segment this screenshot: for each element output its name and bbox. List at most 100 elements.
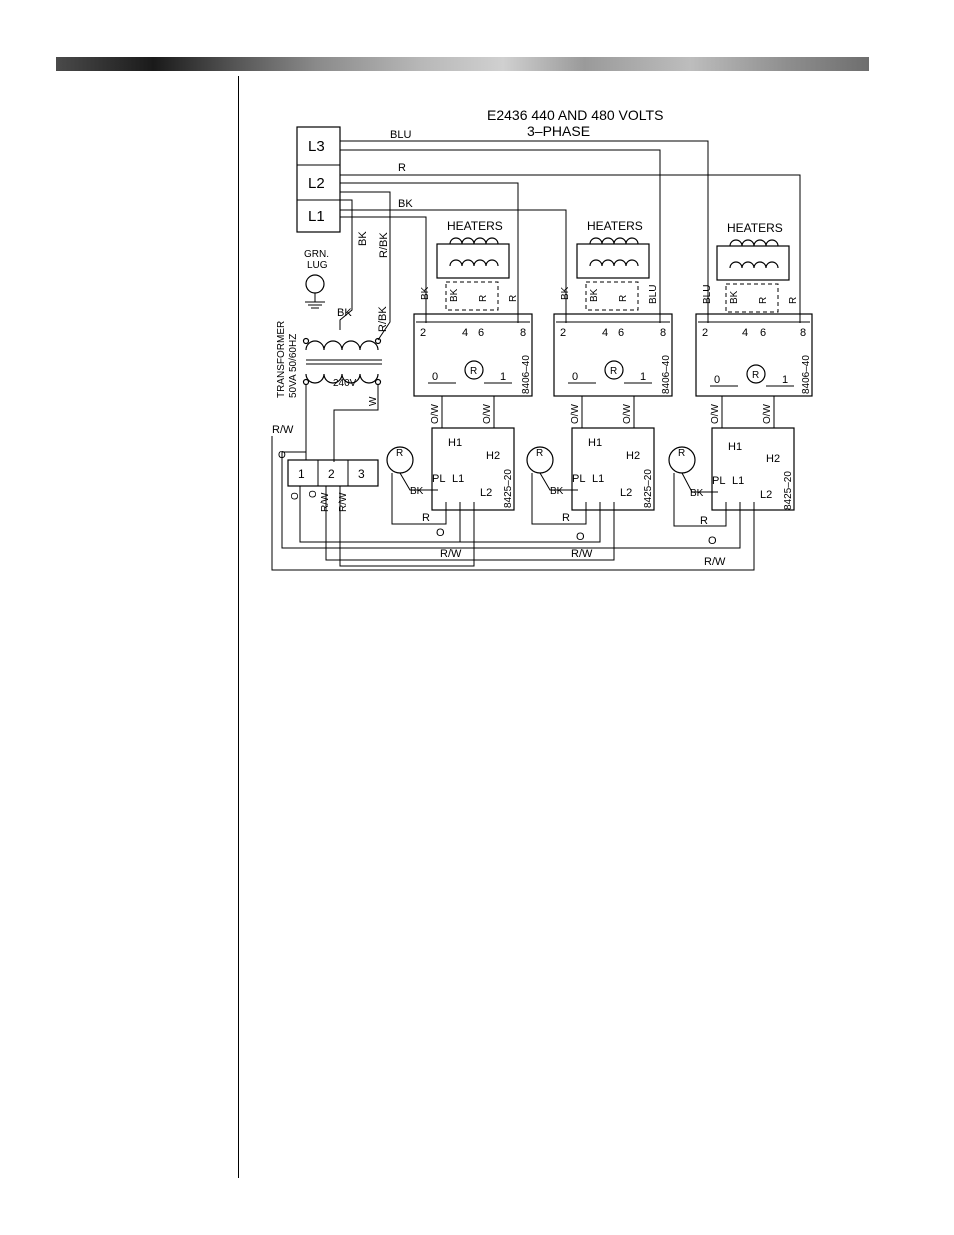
thermo1-pl: PL (432, 473, 445, 485)
terminal-2: 2 (328, 467, 335, 481)
wire-label-r: R (398, 162, 406, 174)
wire-label-w: W (368, 396, 379, 406)
relay2-wire-ow-2: O/W (622, 403, 633, 424)
relay2-pin-4: 4 (602, 327, 608, 339)
thermo3-part: 8425–20 (783, 471, 794, 510)
wire-label-bk: BK (398, 198, 413, 210)
thermo2-pl: PL (572, 473, 585, 485)
relay1-coil: R (470, 366, 477, 377)
relay1-wire-ow-2: O/W (482, 403, 493, 424)
thermo2-part: 8425–20 (643, 469, 654, 508)
transformer-rating: 50VA 50/60HZ (288, 334, 299, 398)
relay1-coil-pin-1: 1 (500, 371, 506, 383)
relay2-pin-2: 2 (560, 327, 566, 339)
pilot3-wire-bk: BK (690, 488, 704, 499)
control-terminal-block: 1 2 3 (287, 459, 379, 487)
thermo2-l2: L2 (620, 487, 632, 499)
wire-label-rw-bottom-3: R/W (704, 556, 726, 568)
relay1-part: 8406–40 (521, 355, 532, 394)
relay3-wire-ow-2: O/W (762, 403, 773, 424)
relay3-pin-6: 6 (760, 327, 766, 339)
thermo1-h2: H2 (486, 450, 500, 462)
wire-label-bk-transformer: BK (337, 307, 352, 319)
thermo1-h1: H1 (448, 437, 462, 449)
wire-label-o-vertical: O (290, 492, 301, 500)
control-wiring: R/W O O O R/W R/W R/W R/W R/W O (271, 424, 755, 571)
relay2-coil: R (610, 366, 617, 377)
heaters-label-1: HEATERS (447, 219, 503, 233)
pilot1-wire-r: R (422, 512, 430, 524)
pilot2-wire-bk: BK (550, 486, 564, 497)
header-bar (56, 57, 869, 71)
thermo3-h2: H2 (766, 453, 780, 465)
heater2-wire-bk2: BK (589, 288, 600, 302)
diagram-title: E2436 440 AND 480 VOLTS (487, 107, 663, 123)
wire-label-rw-vertical-2: R/W (338, 492, 349, 512)
relay3-pin-4: 4 (742, 327, 748, 339)
heater-module-2: HEATERS BK BK R BLU 2 4 6 8 R 0 1 8406–4… (526, 219, 673, 543)
heater1-wire-r: R (478, 295, 489, 302)
relay2-pin-6: 6 (618, 327, 624, 339)
pilot1-wire-bk: BK (410, 486, 424, 497)
relay3-coil-pin-1: 1 (782, 374, 788, 386)
thermo1-l2: L2 (480, 487, 492, 499)
relay3-wire-ow-1: O/W (710, 403, 721, 424)
pilot2-wire-r: R (562, 512, 570, 524)
supply-wires: BLU R BK BK R/BK BK R/BK (337, 129, 801, 341)
terminal-1: 1 (298, 467, 305, 481)
heater2-wire-r: R (618, 295, 629, 302)
ground-label-line1: GRN. (304, 249, 329, 260)
transformer-secondary: 240V (333, 378, 357, 389)
relay3-coil: R (752, 370, 759, 381)
thermo3-l1: L1 (732, 475, 744, 487)
wire-label-rw-bottom-2: R/W (571, 548, 593, 560)
relay1-pin-2: 2 (420, 327, 426, 339)
relay3-pin-2: 2 (702, 327, 708, 339)
relay3-part: 8406–40 (801, 355, 812, 394)
heater-module-1: HEATERS BK BK R R 2 4 6 8 R 0 1 8406–40 … (386, 219, 533, 539)
heater2-wire-bk: BK (560, 286, 571, 300)
wire-label-rbk-vertical: R/BK (378, 232, 390, 258)
pilot1-wire-o: O (436, 527, 445, 539)
relay1-wire-ow-1: O/W (430, 403, 441, 424)
thermo1-part: 8425–20 (503, 469, 514, 508)
wire-label-o-bottom-3: O (708, 535, 717, 547)
relay1-pin-8: 8 (520, 327, 526, 339)
thermo3-h1: H1 (728, 441, 742, 453)
thermo2-h1: H1 (588, 437, 602, 449)
diagram-subtitle: 3–PHASE (527, 123, 590, 139)
wire-label-rw-vertical: R/W (320, 492, 331, 512)
heater3-wire-blu: BLU (702, 285, 713, 304)
wire-label-rbk-transformer: R/BK (377, 306, 389, 332)
heater3-wire-r2: R (788, 297, 799, 304)
thermo3-l2: L2 (760, 489, 772, 501)
heaters-label-3: HEATERS (727, 221, 783, 235)
thermo2-h2: H2 (626, 450, 640, 462)
wire-label-blu: BLU (390, 129, 411, 141)
transformer: TRANSFORMER 50VA 50/60HZ 240V W (276, 321, 382, 462)
wire-label-bk-vertical: BK (357, 231, 369, 246)
terminal-l1: L1 (308, 208, 325, 225)
heater-module-3: HEATERS BLU BK R R 2 4 6 8 R 0 1 8406–40… (668, 221, 813, 527)
relay2-part: 8406–40 (661, 355, 672, 394)
wire-label-o-vertical-2: O (308, 490, 319, 498)
relay3-coil-pin-0: 0 (714, 374, 720, 386)
relay1-pin-4: 4 (462, 327, 468, 339)
relay2-wire-ow-1: O/W (570, 403, 581, 424)
pilot3-label: R (678, 448, 685, 459)
heater1-wire-bk2: BK (449, 288, 460, 302)
margin-rule (238, 76, 239, 1178)
thermo1-l1: L1 (452, 473, 464, 485)
pilot1-label: R (396, 448, 403, 459)
thermo2-l1: L1 (592, 473, 604, 485)
line-terminal-block: L3 L2 L1 (296, 126, 341, 233)
relay1-pin-6: 6 (478, 327, 484, 339)
relay3-pin-8: 8 (800, 327, 806, 339)
wire-label-o-left: O (278, 450, 286, 461)
pilot2-label: R (536, 448, 543, 459)
transformer-label: TRANSFORMER (276, 321, 287, 398)
relay2-coil-pin-0: 0 (572, 371, 578, 383)
heater2-wire-blu: BLU (648, 285, 659, 304)
terminal-3: 3 (358, 467, 365, 481)
